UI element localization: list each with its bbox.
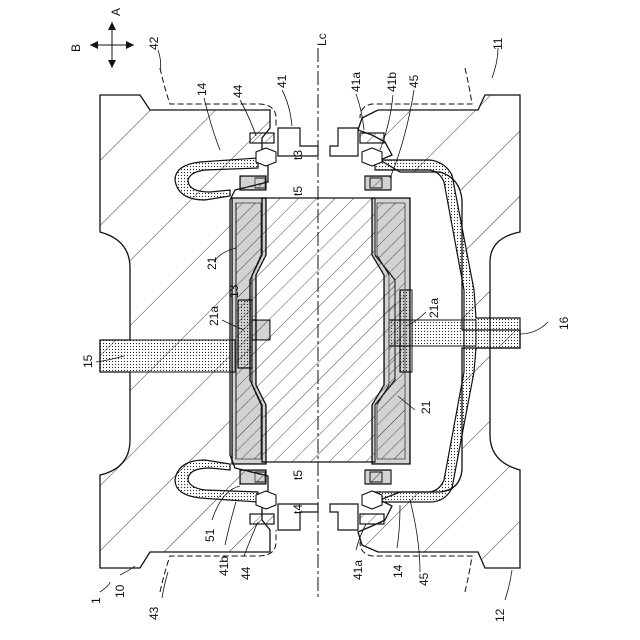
channel-15 xyxy=(100,340,235,372)
block-41-top-right xyxy=(330,128,358,156)
seal-45-top-left-core xyxy=(255,178,265,188)
notch-41b-bottom-right xyxy=(362,491,382,509)
label-21-right: 21 xyxy=(419,400,433,414)
seal-41a-bottom-right xyxy=(360,514,384,524)
label-21-left: 21 xyxy=(205,256,219,270)
label-21a-right: 21a xyxy=(427,298,441,318)
label-13: 13 xyxy=(227,284,241,298)
notch-t4-bottom-left xyxy=(256,491,276,509)
seal-44-top-left xyxy=(250,133,274,143)
label-16: 16 xyxy=(557,316,571,330)
seal-45-top-right-core xyxy=(370,178,382,188)
seal-44-bottom-left xyxy=(250,514,274,524)
channel-21a-left xyxy=(252,320,270,340)
label-t3: t3 xyxy=(291,150,305,160)
seal-45-bottom-left-core xyxy=(255,472,265,482)
block-bottom-right xyxy=(330,504,358,530)
label-45-bottom: 45 xyxy=(417,572,431,586)
seal-41a-top-right xyxy=(360,133,384,143)
label-12: 12 xyxy=(493,608,507,622)
label-41b-top: 41b xyxy=(385,72,399,92)
channel-right-inner-vert xyxy=(400,290,412,372)
label-t4: t4 xyxy=(291,504,305,514)
label-10: 10 xyxy=(113,584,127,598)
notch-t3-top-left xyxy=(256,148,276,166)
label-43: 43 xyxy=(147,606,161,620)
label-44-top: 44 xyxy=(231,84,245,98)
label-41b-bottom: 41b xyxy=(217,556,231,576)
label-14-top: 14 xyxy=(195,82,209,96)
notch-41b-top-right xyxy=(362,148,382,166)
label-Lc: Lc xyxy=(315,33,329,46)
direction-arrows xyxy=(90,22,134,68)
label-14-bottom: 14 xyxy=(391,564,405,578)
label-41a-bottom: 41a xyxy=(351,560,365,580)
label-41a-top: 41a xyxy=(349,72,363,92)
label-11: 11 xyxy=(491,37,505,50)
label-45-top: 45 xyxy=(407,74,421,88)
label-42: 42 xyxy=(147,36,161,50)
label-1: 1 xyxy=(89,597,103,604)
channel-13-vertical xyxy=(238,300,252,368)
label-15: 15 xyxy=(81,354,95,368)
label-41: 41 xyxy=(275,74,289,88)
label-B: B xyxy=(69,44,83,52)
seal-45-bottom-right-core xyxy=(370,472,382,482)
label-51: 51 xyxy=(203,528,217,542)
label-A: A xyxy=(109,8,123,16)
label-t5-bottom: t5 xyxy=(291,470,305,480)
label-t5-top: t5 xyxy=(291,186,305,196)
label-44-bottom: 44 xyxy=(239,566,253,580)
label-21a-left: 21a xyxy=(207,306,221,326)
